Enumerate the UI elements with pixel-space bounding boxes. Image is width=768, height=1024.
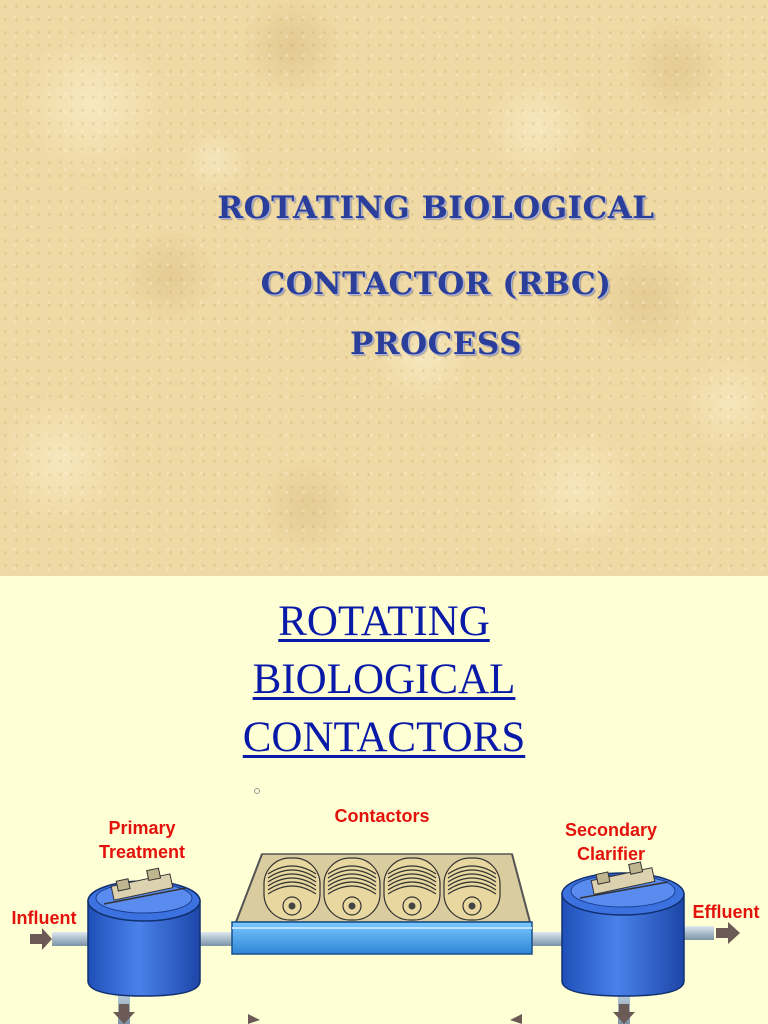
flow-arrows	[30, 922, 740, 1024]
slide2-title-line-2: BIOLOGICAL	[252, 656, 516, 703]
influent-pipe	[52, 932, 94, 946]
contactors-label: Contactors	[334, 806, 430, 826]
slide1-title-line-2: CONTACTOR (RBC)	[260, 266, 612, 302]
rbc-process-diagram	[30, 853, 740, 1024]
primary-to-contactor-pipe	[198, 932, 238, 946]
secondary-clarifier-label: Secondary Clarifier	[548, 818, 674, 866]
secondary-clarifier-tank	[561, 861, 685, 997]
effluent-arrow-icon	[716, 922, 740, 944]
disc-bundle	[263, 857, 321, 921]
slide1-title-line-3: PROCESS	[350, 326, 522, 362]
primary-treatment-tank	[87, 867, 201, 997]
slide2-title-line-3: CONTACTORS	[242, 714, 526, 761]
return-arrow-right-icon	[510, 1014, 522, 1024]
return-arrow-left-icon	[248, 1014, 260, 1024]
primary-treatment-label-line-1: Primary	[108, 818, 176, 838]
slide2-title-line-1: ROTATING	[278, 598, 490, 645]
rotating-discs	[263, 857, 501, 921]
stray-dot	[254, 788, 260, 794]
secondary-clarifier-label-line-2: Clarifier	[576, 844, 646, 864]
primary-treatment-label-line-2: Treatment	[98, 842, 186, 862]
contactor-trough	[231, 921, 533, 955]
contactor-unit	[231, 853, 533, 955]
clarifier-sludge-arrow-icon	[613, 1004, 635, 1024]
contactor-to-clarifier-pipe	[530, 932, 570, 946]
title-slide: ROTATING BIOLOGICAL CONTACTOR (RBC) PROC…	[0, 0, 768, 576]
effluent-label: Effluent	[692, 902, 760, 922]
influent-arrow-icon	[30, 928, 52, 950]
disc-bundle	[443, 857, 501, 921]
disc-bundle	[383, 857, 441, 921]
primary-sludge-arrow-icon	[113, 1004, 135, 1024]
influent-label: Influent	[11, 908, 77, 928]
rbc-diagram-slide: ROTATING BIOLOGICAL CONTACTORS	[0, 576, 768, 1024]
disc-bundle	[323, 857, 381, 921]
parchment-texture	[0, 0, 768, 576]
secondary-clarifier-label-line-1: Secondary	[564, 820, 658, 840]
slide1-title-line-1: ROTATING BIOLOGICAL	[217, 190, 655, 226]
primary-treatment-label: Primary Treatment	[86, 816, 198, 864]
